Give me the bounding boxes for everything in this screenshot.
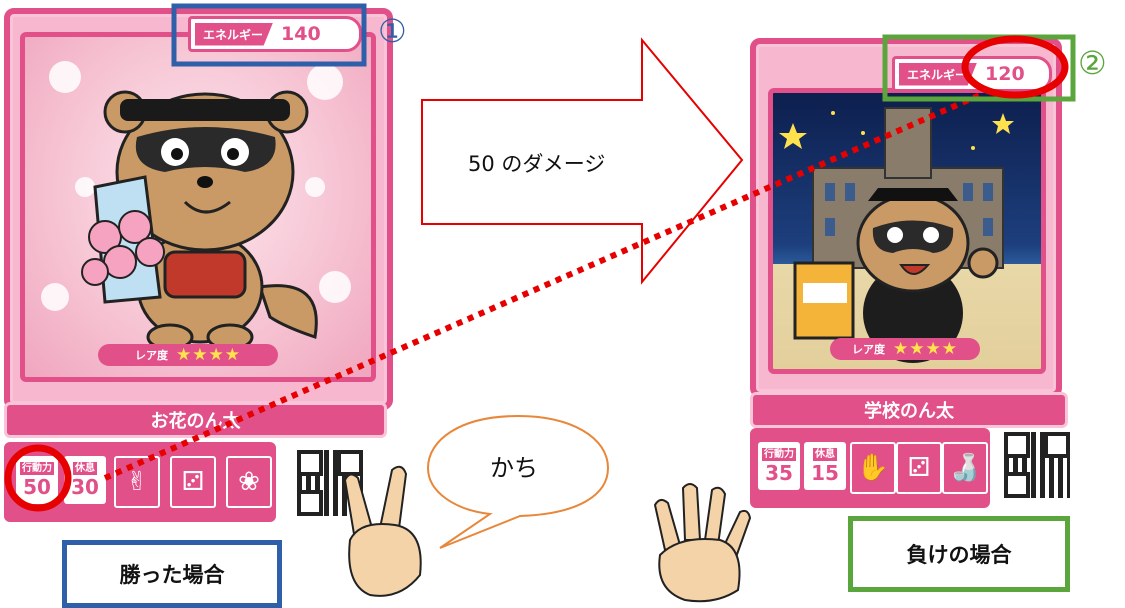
speech-bubble [426, 414, 610, 549]
paper-hand-illustration [653, 483, 752, 603]
right-stat-row: 行動力 35 休息 15 ✋ ⚂ 🍶 [750, 428, 990, 508]
lose-label-box: 負けの場合 [848, 516, 1070, 592]
action-stat: 行動力 35 [758, 442, 800, 490]
energy-value: 140 [281, 23, 321, 45]
energy-label: エネルギー [195, 22, 274, 46]
rarity-stars: ★★★★ [893, 339, 958, 359]
right-name-bar: 学校のん太 [750, 392, 1068, 428]
tanuki-flower-illustration [41, 61, 351, 351]
damage-arrow-text: 50 のダメージ [468, 152, 606, 176]
left-rarity-bar: レア度 ★★★★ [98, 344, 278, 366]
marker-1: ① [378, 12, 407, 50]
left-card-artwork [20, 32, 376, 382]
sake-icon: 🍶 [942, 442, 988, 494]
flower-icon: ❀ [226, 456, 272, 508]
win-label: 勝った場合 [119, 563, 225, 587]
energy-value: 120 [985, 63, 1025, 85]
bubble-text: かち [490, 454, 538, 482]
card-name: 学校のん太 [864, 401, 954, 422]
energy-highlight-box-blue [171, 3, 367, 67]
marker-2: ② [1078, 44, 1107, 82]
rest-stat: 休息 15 [804, 442, 846, 490]
energy-label: エネルギー [899, 62, 978, 86]
dice-icon: ⚂ [896, 442, 942, 494]
lose-label: 負けの場合 [906, 543, 1012, 567]
action-red-circle [4, 444, 72, 512]
action-stat: 行動力 50 [16, 456, 58, 504]
scissors-hand-illustration [343, 465, 422, 597]
paper-hand-icon: ✋ [850, 442, 896, 494]
damage-dotted-line [103, 92, 982, 481]
rarity-stars: ★★★★ [176, 345, 241, 365]
rarity-label: レア度 [135, 349, 169, 362]
right-rarity-bar: レア度 ★★★★ [830, 338, 980, 360]
right-qr-code [1004, 432, 1070, 498]
left-energy-badge: エネルギー 140 [188, 16, 362, 52]
left-card: エネルギー 140 レア度 ★★★★ [4, 8, 393, 410]
energy-red-circle [961, 35, 1069, 99]
dice-icon: ⚂ [170, 456, 216, 508]
energy-highlight-box-green [882, 34, 1076, 102]
scissors-hand-icon: ✌ [114, 456, 160, 508]
right-energy-badge: エネルギー 120 [892, 56, 1052, 92]
rarity-label: レア度 [852, 343, 886, 356]
right-card-artwork [768, 88, 1046, 374]
right-card: エネルギー 120 レア度 ★★★★ [750, 38, 1062, 398]
win-label-box: 勝った場合 [62, 540, 282, 608]
